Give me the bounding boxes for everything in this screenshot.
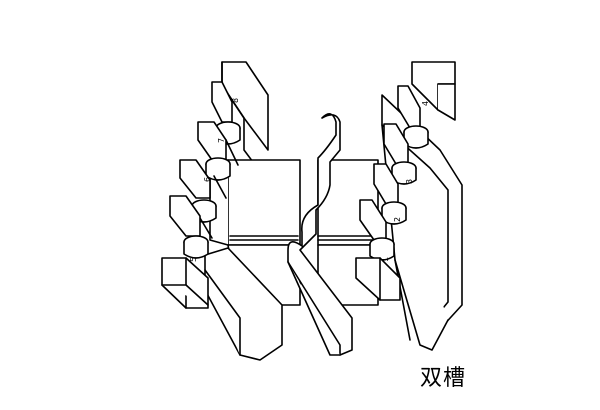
pin-label: 2	[393, 217, 402, 222]
pin-label: 5	[189, 257, 198, 262]
right-foot-block	[355, 257, 401, 301]
middle-divider-flange	[287, 113, 353, 356]
right-pin-4	[359, 199, 395, 261]
front-left-flange	[204, 247, 283, 361]
right-pin-3	[373, 163, 407, 225]
pin-number-labels: 8 7 6 5 1 2 3 4	[189, 98, 430, 262]
right-pin-2	[383, 123, 417, 185]
pin-label: 7	[217, 138, 226, 143]
pin-label: 3	[405, 179, 414, 184]
left-foot-block	[161, 257, 209, 309]
pin-label: 6	[203, 177, 212, 182]
pin-label: 8	[231, 98, 240, 103]
pin-label: 1	[381, 257, 390, 262]
left-pin-2	[197, 121, 231, 199]
right-pin-1	[397, 85, 429, 149]
pin-label: 4	[421, 101, 430, 106]
bobbin-type-caption: 双槽	[420, 366, 467, 391]
right-pin-rail	[411, 61, 456, 121]
left-pin-4	[169, 195, 209, 259]
